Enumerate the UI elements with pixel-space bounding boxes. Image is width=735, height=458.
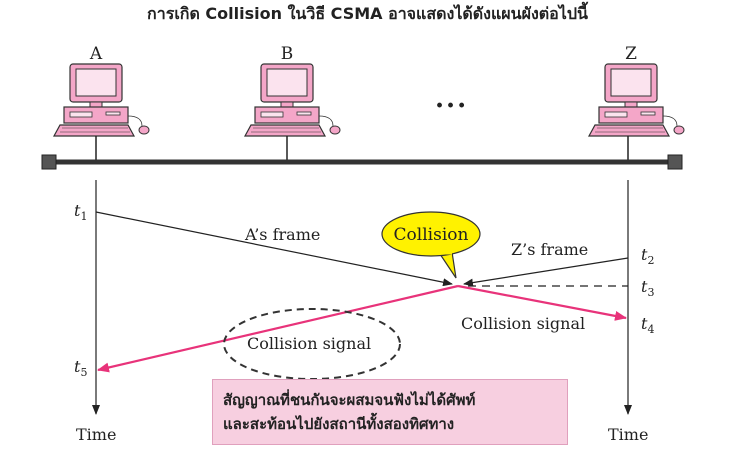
collision-signal-left-arrow xyxy=(97,284,459,373)
collision-signal-right-arrow xyxy=(457,284,627,321)
computer-icon-z xyxy=(588,63,685,137)
more-stations-ellipsis: ... xyxy=(435,84,469,114)
station-label-b: B xyxy=(280,44,294,64)
computer-icon-a xyxy=(53,63,150,137)
collision-bubble: Collision xyxy=(381,211,481,279)
a-frame-label: A’s frame xyxy=(245,225,321,244)
time-axis-label-right: Time xyxy=(608,425,649,444)
note-line-1: สัญญาณที่ชนกันจะผสมจนฟังไม่ได้ศัพท์ xyxy=(223,391,476,409)
time-label-t5: t5 xyxy=(74,357,88,380)
time-axis-label-left: Time xyxy=(76,425,117,444)
time-label-t3: t3 xyxy=(641,277,655,300)
z-frame-arrow xyxy=(463,257,629,287)
a-frame-arrow xyxy=(95,211,453,287)
collision-signal-right-label: Collision signal xyxy=(461,314,586,333)
computer-icon-b xyxy=(244,63,341,137)
time-label-t1: t1 xyxy=(74,201,88,224)
station-label-a: A xyxy=(89,44,103,64)
explanation-note: สัญญาณที่ชนกันจะผสมจนฟังไม่ได้ศัพท์ และส… xyxy=(212,379,568,445)
page-title: การเกิด Collision ในวิธี CSMA อาจแสดงได้… xyxy=(147,4,588,23)
z-frame-label: Z’s frame xyxy=(511,240,589,259)
collision-bubble-label: Collision xyxy=(394,225,469,245)
bus-line xyxy=(41,154,683,170)
note-line-2: และสะท้อนไปยังสถานีทั้งสองทิศทาง xyxy=(223,415,455,433)
time-label-t4: t4 xyxy=(641,314,655,337)
time-label-t2: t2 xyxy=(641,245,655,268)
station-label-z: Z xyxy=(625,44,637,64)
collision-signal-left-label: Collision signal xyxy=(247,334,372,353)
